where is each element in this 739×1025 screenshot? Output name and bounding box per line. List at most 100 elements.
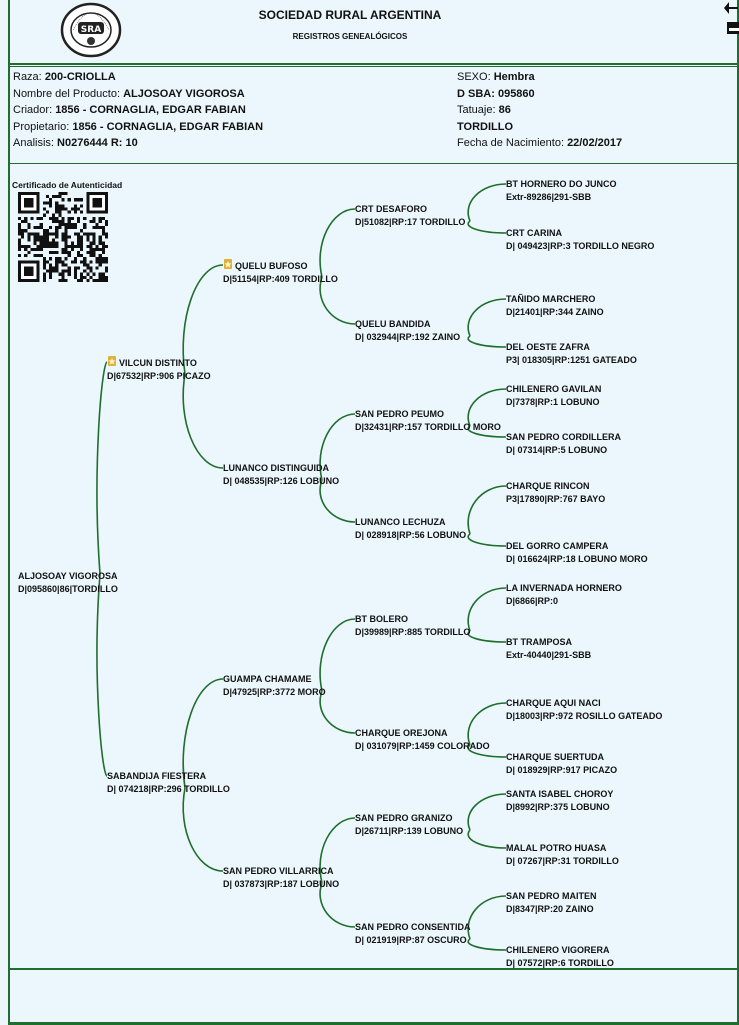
horse-name: SAN PEDRO VILLARRICA: [223, 866, 334, 876]
horse-registry: D|095860|86|TORDILLO: [18, 583, 118, 594]
horse-registry: D| 028918|RP:56 LOBUNO: [355, 529, 467, 540]
horse-name: CHARQUE AQUI NACI: [506, 698, 601, 708]
horse-name: GUAMPA CHAMAME: [223, 674, 312, 684]
pedigree-connector: [467, 895, 507, 940]
horse-registry: D|51154|RP:409 TORDILLO: [223, 273, 338, 284]
pedigree-connector: [319, 618, 356, 692]
horse-registry: Extr-40440|291-SBB: [506, 649, 592, 660]
pedigree-connector: [467, 744, 507, 758]
horse-registry: D| 037873|RP:187 LOBUNO: [223, 878, 340, 889]
pedigree-great-great-grandparent[interactable]: LA INVERNADA HORNERO D|6866|RP:0: [506, 582, 622, 607]
pedigree-great-great-grandparent[interactable]: CHARQUE AQUI NACI D|18003|RP:972 ROSILLO …: [506, 697, 662, 722]
horse-name: VILCUN DISTINTO: [107, 356, 211, 370]
pedigree-connector: [467, 425, 507, 438]
horse-registry: D|21401|RP:344 ZAINO: [506, 306, 604, 317]
horse-registry: D| 032944|RP:192 ZAINO: [355, 331, 461, 342]
right-border: [737, 0, 739, 1025]
pedigree-connector: [467, 388, 507, 427]
pedigree-connector: [319, 413, 356, 481]
horse-name: BT TRAMPOSA: [506, 637, 572, 647]
horse-registry: D|39989|RP:885 TORDILLO: [355, 626, 471, 637]
dsba-row: D SBA: 095860: [457, 87, 535, 100]
horse-registry: D|18003|RP:972 ROSILLO GATEADO: [506, 710, 663, 721]
pedigree-great-great-grandparent[interactable]: CHARQUE RINCON P3|17890|RP:767 BAYO: [506, 480, 605, 505]
producto-row: Nombre del Producto: ALJOSOAY VIGOROSA: [13, 87, 245, 100]
horse-name: LUNANCO DISTINGUIDA: [223, 463, 329, 473]
pedigree-connector: [319, 208, 356, 278]
pedigree-root[interactable]: ALJOSOAY VIGOROSA D|095860|86|TORDILLO: [18, 570, 118, 595]
horse-registry: D|32431|RP:157 TORDILLO MORO: [355, 421, 501, 432]
horse-name: LA INVERNADA HORNERO: [506, 583, 622, 593]
horse-registry: D|67532|RP:906 PICAZO: [107, 370, 211, 381]
pedigree-connector: [182, 373, 224, 469]
horse-registry: P3| 018305|RP:1251 GATEADO: [506, 354, 637, 365]
horse-name: CHARQUE RINCON: [506, 481, 590, 491]
pedigree-connector: [467, 183, 507, 222]
pedigree-great-grandparent[interactable]: LUNANCO LECHUZA D| 028918|RP:56 LOBUNO: [355, 516, 466, 541]
horse-registry: D|7378|RP:1 LOBUNO: [506, 396, 600, 407]
pedigree-connector: [182, 787, 224, 872]
horse-registry: D|8347|RP:20 ZAINO: [506, 903, 594, 914]
sexo-row: SEXO: Hembra: [457, 71, 535, 83]
pedigree-connector: [467, 485, 507, 535]
pedigree-connector: [182, 264, 224, 375]
qr-code[interactable]: [18, 192, 108, 282]
pedigree-connector: [467, 702, 507, 746]
pedigree-grandparent[interactable]: SAN PEDRO VILLARRICA D| 037873|RP:187 LOB…: [223, 865, 339, 890]
pedigree-connector: [96, 361, 108, 575]
pedigree-connector: [467, 533, 507, 547]
nacimiento-row: Fecha de Nacimiento: 22/02/2017: [457, 137, 623, 149]
horse-name: ALJOSOAY VIGOROSA: [18, 571, 118, 581]
horse-name: CHARQUE SUERTUDA: [506, 752, 605, 762]
horse-registry: D| 031079|RP:1459 COLORADO: [355, 740, 490, 751]
horse-registry: D| 048535|RP:126 LOBUNO: [223, 475, 340, 486]
horse-registry: D|6866|RP:0: [506, 595, 559, 606]
pedigree-great-great-grandparent[interactable]: BT TRAMPOSA Extr-40440|291-SBB: [506, 636, 591, 661]
footer-divider: [8, 968, 739, 970]
back-arrow-icon[interactable]: [724, 0, 739, 38]
pelaje-row: TORDILLO: [457, 120, 514, 133]
horse-name: SAN PEDRO CORDILLERA: [506, 432, 622, 442]
horse-registry: P3|17890|RP:767 BAYO: [506, 493, 606, 504]
criador-row: Criador: 1856 - CORNAGLIA, EDGAR FABIAN: [13, 104, 246, 116]
horse-name: LUNANCO LECHUZA: [355, 517, 446, 527]
info-divider: [8, 163, 739, 164]
horse-name: QUELU BUFOSO: [223, 259, 338, 273]
horse-name: DEL GORRO CAMPERA: [506, 541, 609, 551]
horse-registry: Extr-89286|291-SBB: [506, 191, 592, 202]
certificate-label: Certificado de Autenticidad: [12, 180, 123, 190]
horse-name: MALAL POTRO HUASA: [506, 843, 607, 853]
pedigree-connector: [467, 938, 507, 951]
pedigree-great-great-grandparent[interactable]: MALAL POTRO HUASA D| 07267|RP:31 TORDILLO: [506, 842, 619, 867]
pedigree-great-grandparent[interactable]: BT BOLERO D|39989|RP:885 TORDILLO: [355, 613, 470, 638]
horse-registry: D|8992|RP:375 LOBUNO: [506, 801, 610, 812]
page-frame: [8, 0, 739, 1025]
analisis-row: Analisis: N0276444 R: 10: [13, 137, 138, 149]
horse-name: BT BOLERO: [355, 614, 408, 624]
pedigree-grandparent[interactable]: LUNANCO DISTINGUIDA D| 048535|RP:126 LOBU…: [223, 462, 339, 487]
horse-registry: D| 07267|RP:31 TORDILLO: [506, 855, 619, 866]
horse-registry: D|26711|RP:139 LOBUNO: [355, 825, 464, 836]
